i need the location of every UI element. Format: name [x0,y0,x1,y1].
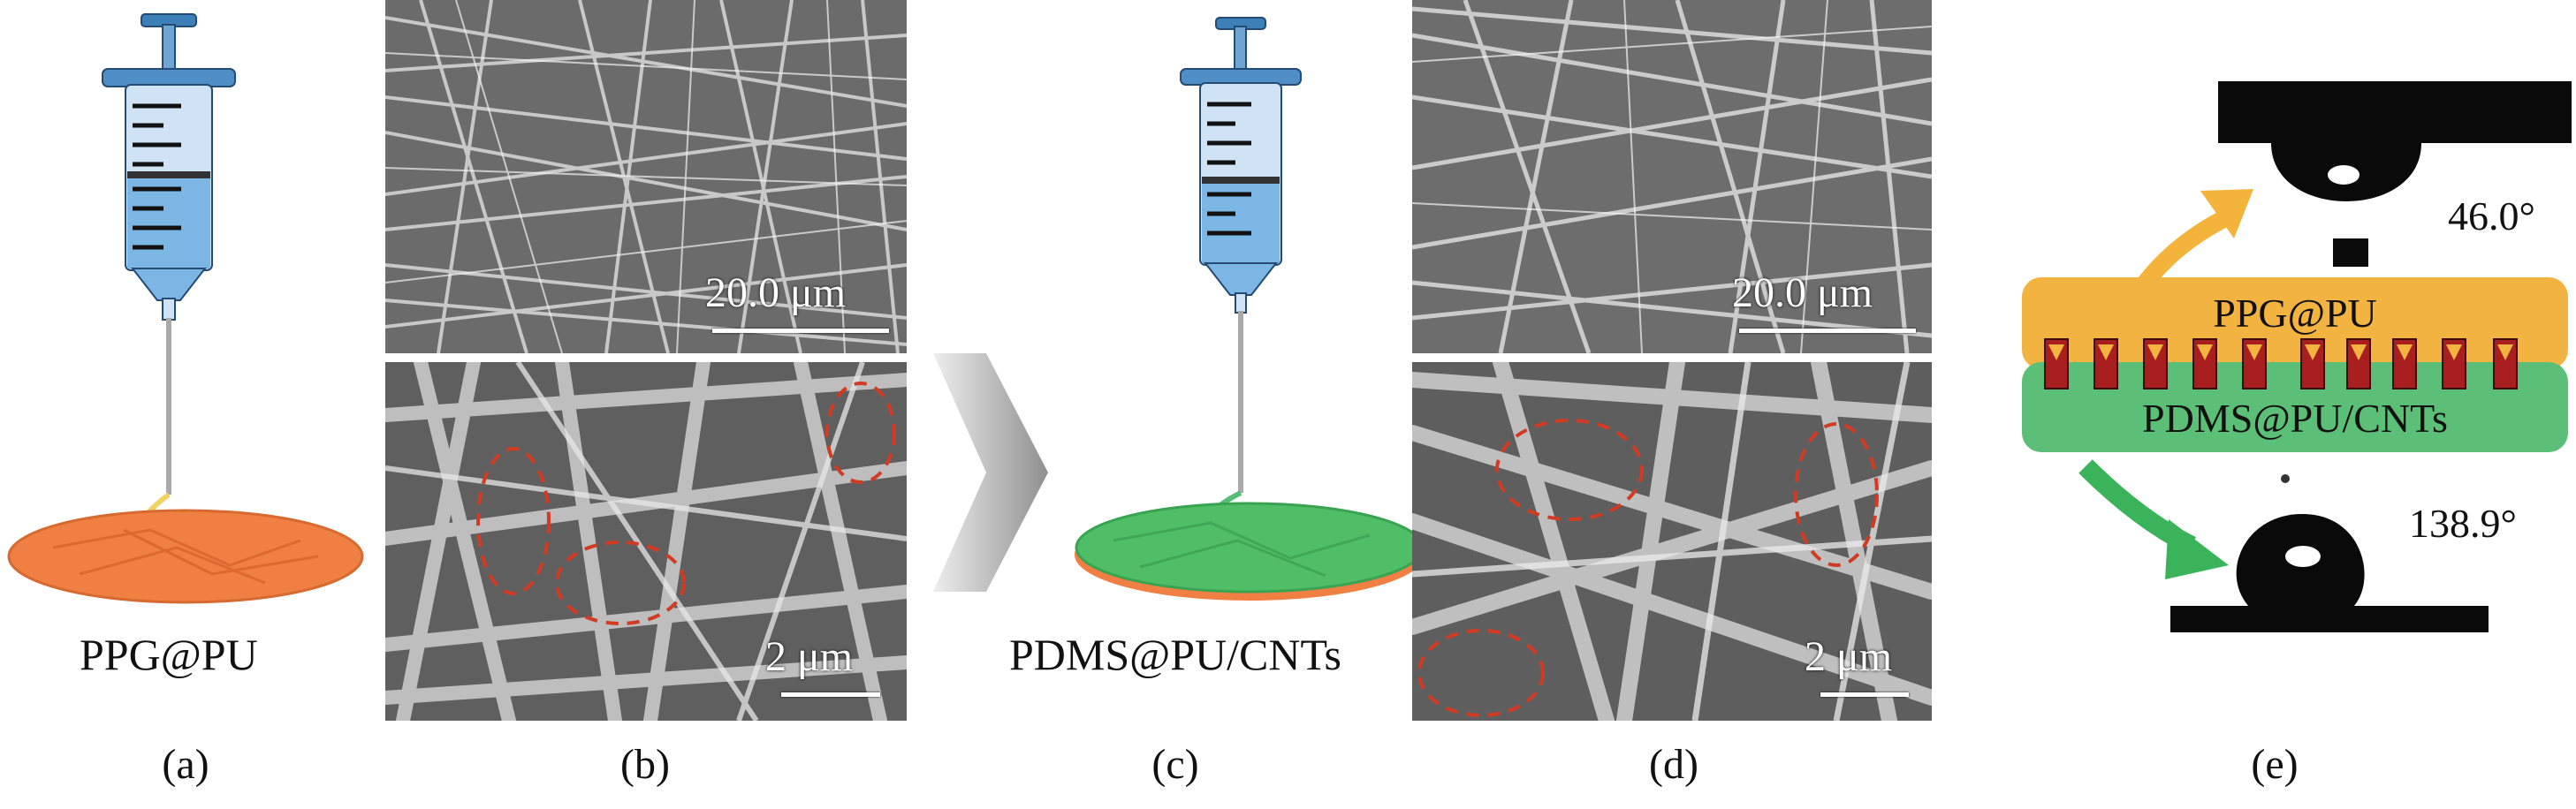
scale-bar-d-top [1739,329,1916,333]
panel-a: PPG@PU (a) [0,0,371,809]
process-arrow-icon [933,353,1048,592]
contact-angle-top: 46.0° [2448,193,2535,238]
syringe-icon [7,13,364,604]
interface-pillars [2044,338,2518,389]
scale-label-d-bottom: 2 μm [1805,633,1893,680]
scale-label-d-top: 20.0 μm [1732,269,1873,316]
sem-image-b-top: 20.0 μm [385,0,907,353]
sem-image-d-top: 20.0 μm [1412,0,1932,353]
sem-image-d-bottom: 2 μm [1412,362,1932,721]
sem-image-b-bottom: 2 μm [385,362,907,721]
scale-bar-b-bottom [781,692,880,697]
panel-letter-d: (d) [1649,741,1698,788]
scale-label-b-top: 20.0 μm [705,269,847,316]
layer-ppg-pu: PPG@PU [2022,277,2568,369]
syringe-icon [1075,17,1414,601]
contact-angle-bottom-droplet [2170,474,2489,632]
caption-ppg-pu: PPG@PU [80,630,258,679]
arrow-down-icon [2078,459,2229,579]
caption-pdms-pu-cnts: PDMS@PU/CNTs [1009,630,1342,679]
scale-label-b-bottom: 2 μm [765,633,854,680]
panel-letter-b: (b) [620,741,670,788]
panel-letter-e: (e) [2251,741,2299,788]
panel-letter-c: (c) [1151,741,1199,788]
panel-c: PDMS@PU/CNTs (c) [1009,0,1414,809]
scale-bar-b-top [712,329,889,333]
layer-ppg-pu-label: PPG@PU [2213,290,2377,336]
panel-letter-a: (a) [162,741,209,788]
contact-angle-top-droplet [2218,81,2572,267]
contact-angle-bottom: 138.9° [2409,501,2517,546]
layer-pdms-pu-cnts-label: PDMS@PU/CNTs [2142,395,2448,441]
panel-e: 46.0° PPG@PU PDMS@PU/CNTs 138.9° [2006,0,2576,809]
scale-bar-d-bottom [1820,692,1909,697]
